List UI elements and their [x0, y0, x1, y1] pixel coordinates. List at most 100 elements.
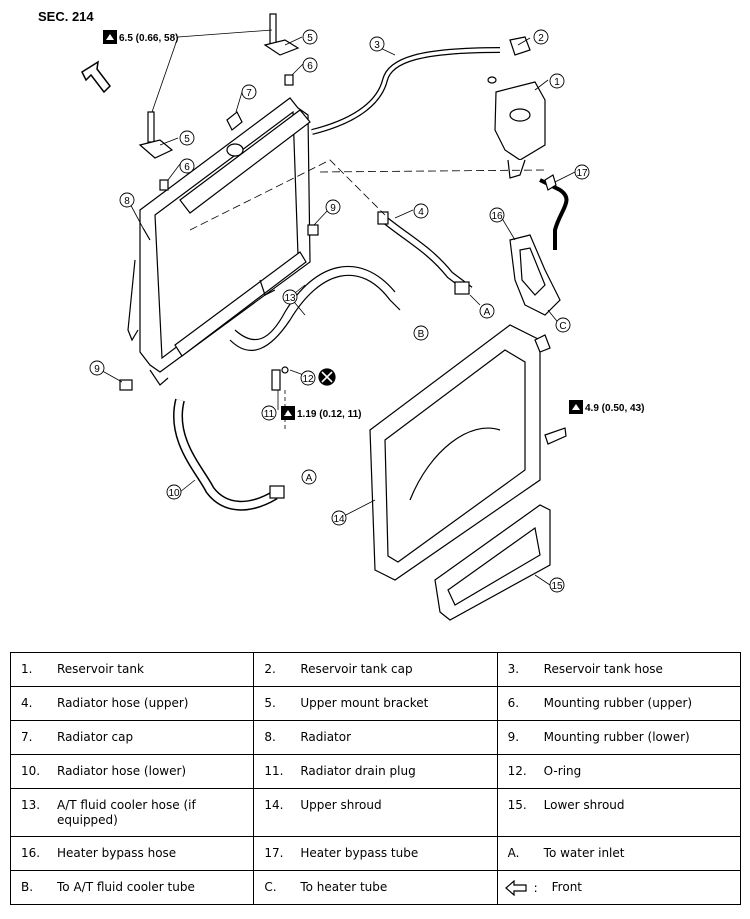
svg-text:17: 17	[576, 168, 588, 179]
legend-item-number: 8.	[264, 730, 276, 744]
legend-cell: 11.Radiator drain plug	[253, 754, 498, 789]
svg-text:1.19 (0.12, 11): 1.19 (0.12, 11)	[297, 409, 362, 420]
legend-cell: 8.Radiator	[253, 720, 498, 755]
legend-item-label: Heater bypass tube	[300, 846, 419, 860]
torque-badge-t2: 1.19 (0.12, 11)	[281, 406, 362, 420]
svg-text:7: 7	[246, 88, 252, 99]
legend-item-number: 17.	[264, 846, 284, 860]
legend-item-label: A/T fluid cooler hose (if equipped)	[57, 798, 196, 827]
legend-cell: 16.Heater bypass hose	[9, 836, 255, 871]
legend-item-label: Radiator hose (upper)	[57, 696, 189, 710]
legend-cell: 15. Lower shroud	[496, 788, 742, 837]
legend-item-label: Mounting rubber (upper)	[543, 696, 693, 710]
legend-item-label: Lower shroud	[543, 798, 625, 812]
svg-text:5: 5	[184, 134, 190, 145]
upper-shroud-drawing	[369, 324, 541, 581]
legend-item-label: Radiator hose (lower)	[57, 764, 187, 778]
legend-item-label: To A/T fluid cooler tube	[57, 880, 195, 894]
svg-text:5: 5	[307, 33, 313, 44]
callout-labels	[89, 29, 590, 593]
legend-cell: 12.O-ring	[496, 754, 742, 789]
svg-text:10: 10	[168, 488, 180, 499]
legend-item-label: To water inlet	[543, 846, 625, 860]
callout-numbers: 1 2 3 4 5 5 6 6 7 8 9 9 10 11 12 13 14 1…	[94, 33, 588, 592]
legend-item-label: Reservoir tank cap	[300, 662, 413, 676]
legend-row: B. To A/T fluid cooler tube C. To heater tu…	[9, 870, 742, 905]
svg-text:4: 4	[418, 207, 424, 218]
legend-item-number: C.	[264, 880, 277, 894]
upper-hose-drawing	[377, 211, 473, 295]
legend-cell: 5. Upper mount bracket	[253, 686, 498, 721]
legend-cell: 6. Mounting rubber (upper)	[496, 686, 742, 721]
legend-item-number: 9.	[507, 730, 520, 744]
svg-text:2: 2	[538, 33, 544, 44]
svg-text:9: 9	[330, 203, 336, 214]
svg-text:6: 6	[184, 162, 190, 173]
svg-text:B: B	[418, 329, 425, 340]
legend-row: 7. Radiator cap 8.Radiator 9. Mounting rubbe…	[9, 720, 742, 755]
section-label: SEC. 214	[38, 9, 94, 24]
legend-item-label: Front	[551, 880, 583, 894]
legend-cell: C. To heater tube	[253, 870, 498, 905]
legend-item-label: Mounting rubber (lower)	[543, 730, 690, 744]
svg-text:13: 13	[284, 293, 296, 304]
legend-item-number: 13.	[21, 798, 41, 812]
legend-cell: 9. Mounting rubber (lower)	[496, 720, 742, 755]
torque-badge-t1: 6.5 (0.66, 58)	[103, 30, 178, 44]
heater-hose-drawing	[509, 234, 561, 316]
legend-item-number: B.	[21, 880, 34, 894]
legend-cell: 17. Heater bypass tube	[253, 836, 498, 871]
legend-item-label: Radiator cap	[57, 730, 134, 744]
legend-item-number: 10.	[21, 764, 41, 778]
svg-text:12: 12	[302, 374, 314, 385]
svg-text:9: 9	[94, 364, 100, 375]
legend-item-number: 7.	[21, 730, 33, 744]
legend-cell: 7. Radiator cap	[9, 720, 255, 755]
legend-item-number: 3.	[507, 662, 520, 676]
legend-item-label: Reservoir tank	[57, 662, 144, 676]
svg-text:3: 3	[374, 40, 380, 51]
radiator-drawing	[127, 97, 311, 386]
legend-cell: 4.Radiator hose (upper)	[9, 686, 255, 721]
small-parts-drawing	[119, 13, 567, 445]
legend-item-number: 11.	[264, 764, 284, 778]
legend-item-number: 5.	[264, 696, 276, 710]
legend-cell: 2.Reservoir tank cap	[253, 652, 498, 687]
legend-row: 13. A/T fluid cooler hose (if equipped) 14…	[9, 788, 742, 837]
legend-item-number: :	[533, 880, 538, 895]
exploded-diagram: SEC. 214 6.5 (0.66, 58) 1.19 (0.12, 11) …	[38, 9, 644, 621]
svg-text:6: 6	[307, 61, 313, 72]
legend-item-label: Upper shroud	[300, 798, 382, 812]
legend-cell: A. To water inlet	[496, 836, 742, 871]
lower-hose-drawing	[173, 398, 285, 511]
legend-cell: 10. Radiator hose (lower)	[9, 754, 255, 789]
legend-cell: B. To A/T fluid cooler tube	[9, 870, 255, 905]
legend-cell: : Front	[496, 870, 742, 905]
legend-row: 16.Heater bypass hose 17. Heater bypass tu…	[9, 836, 742, 871]
legend-item-label: To heater tube	[300, 880, 388, 894]
svg-text:A: A	[484, 307, 491, 318]
svg-text:16: 16	[491, 211, 503, 222]
legend-row: 4.Radiator hose (upper) 5. Upper mount bra…	[9, 686, 742, 721]
legend-item-number: A.	[507, 846, 520, 860]
legend-cell: 1.Reservoir tank	[9, 652, 255, 687]
front-arrow-icon	[81, 60, 111, 94]
svg-text:11: 11	[264, 409, 275, 420]
legend-item-number: 15.	[507, 798, 527, 812]
svg-text:1: 1	[554, 77, 560, 88]
lower-shroud-drawing	[434, 504, 551, 621]
legend-item-label: O-ring	[543, 764, 582, 778]
svg-text:14: 14	[333, 514, 345, 525]
svg-text:C: C	[559, 321, 566, 332]
svg-text:8: 8	[124, 196, 130, 207]
reservoir-drawing	[311, 36, 569, 250]
legend-row: 10. Radiator hose (lower) 11.Radiator drai…	[9, 754, 742, 789]
svg-text:15: 15	[551, 581, 563, 592]
legend-item-number: 6.	[507, 696, 520, 710]
legend-item-label: Upper mount bracket	[300, 696, 429, 710]
legend-item-number: 16.	[21, 846, 41, 860]
legend-item-number: 14.	[264, 798, 284, 812]
legend-item-label: Reservoir tank hose	[543, 662, 663, 676]
